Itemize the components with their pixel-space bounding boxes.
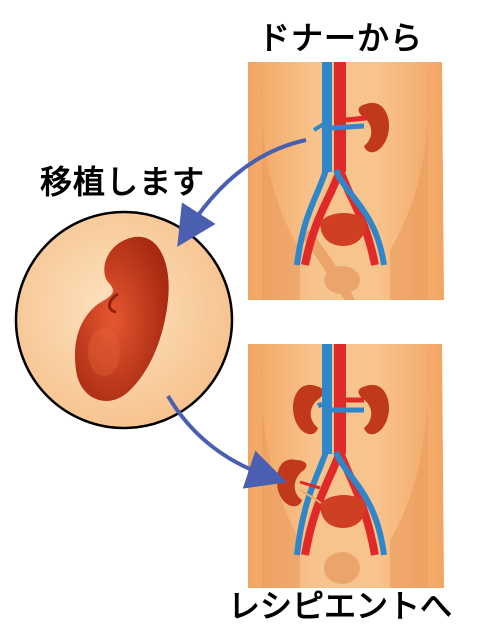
kidney-icon [74,236,169,401]
kidney-closeup [14,210,234,430]
recipient-torso-illustration [248,344,444,588]
arrow-icon [177,138,307,247]
donor-torso-illustration [248,62,444,300]
transplant-label: 移植します [40,163,206,201]
donor-label: ドナーから [258,19,424,57]
recipient-label: レシピエントへ [228,587,453,625]
arrow-icon [166,394,287,489]
